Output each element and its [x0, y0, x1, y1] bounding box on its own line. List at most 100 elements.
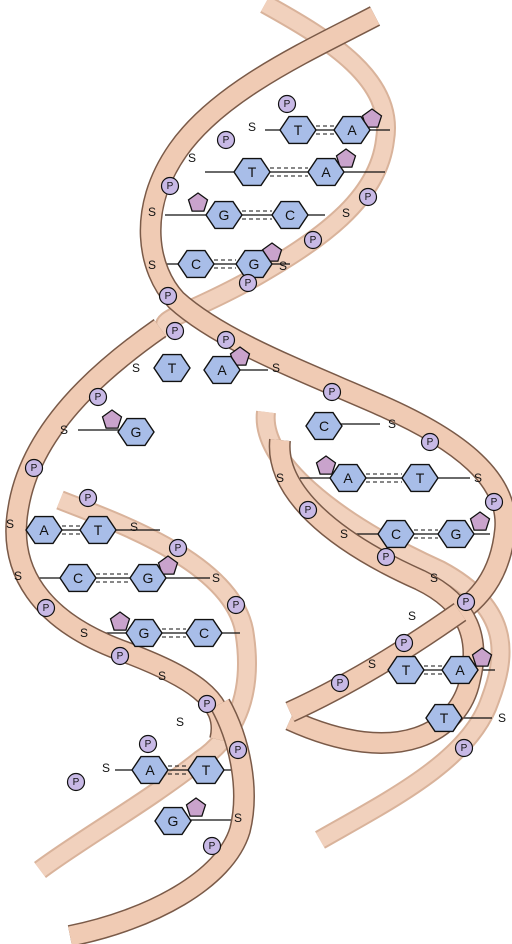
parent-pair-3-left-label: G: [219, 207, 230, 223]
phosphate-2-label: P: [223, 135, 230, 146]
right-pair-2-right-sugar-ring: [469, 511, 491, 531]
phosphate-4-circle: [358, 187, 378, 207]
left-pair-3-left-label: G: [139, 625, 150, 641]
left-pair-3-left-sugar-ring: [109, 611, 131, 631]
phosphate-13-label: P: [31, 463, 38, 474]
phosphate-22-circle: [66, 772, 86, 792]
phosphate-6-circle: [158, 286, 178, 306]
parent-pair-4-right-hexagon: [235, 249, 273, 279]
phosphate-10-label: P: [95, 392, 102, 403]
parent-strand-front-fill: [141, 7, 512, 620]
phosphate-10-circle: [88, 387, 108, 407]
phosphate-27-circle: [456, 592, 476, 612]
phosphate-19-circle: [197, 694, 217, 714]
phosphate-25-label: P: [305, 505, 312, 516]
right-pair-3-left-label: T: [402, 662, 411, 678]
phosphate-9-circle: [216, 330, 236, 350]
phosphate-29-label: P: [337, 678, 344, 689]
unpaired-base-2-label: A: [217, 362, 227, 378]
sugar-9: S: [60, 423, 68, 437]
left-pair-2-right-hexagon: [129, 563, 167, 593]
phosphate-17-circle: [36, 598, 56, 618]
phosphate-22-label: P: [73, 777, 80, 788]
left-daughter-strand-back-fill: [35, 492, 255, 877]
unpaired-base-1-label: T: [168, 360, 177, 376]
phosphate-23-circle: [202, 836, 222, 856]
sugar-10: S: [388, 417, 396, 431]
phosphate-24-circle: [484, 492, 504, 512]
sugar-1: S: [248, 120, 256, 134]
right-unpaired-base-1-label: T: [440, 710, 449, 726]
parent-pair-2-right-label: A: [321, 164, 331, 180]
phosphate-8-circle: [165, 321, 185, 341]
sugar-15: S: [80, 626, 88, 640]
phosphate-28-label: P: [401, 638, 408, 649]
sugar-25: S: [368, 657, 376, 671]
phosphate-16-circle: [226, 595, 246, 615]
phosphate-7-circle: [238, 273, 258, 293]
phosphate-3-label: P: [167, 181, 174, 192]
right-pair-1-right-label: T: [416, 470, 425, 486]
right-unpaired-base-1-hexagon: [425, 703, 463, 733]
phosphate-11-label: P: [329, 387, 336, 398]
parent-pair-3-right-hexagon: [271, 200, 309, 230]
sugar-7: S: [132, 361, 140, 375]
sugar-22: S: [340, 527, 348, 541]
sugar-23: S: [430, 571, 438, 585]
sugar-19: S: [234, 811, 242, 825]
right-pair-1-right-hexagon: [401, 463, 439, 493]
phosphate-27-label: P: [463, 597, 470, 608]
right-pair-1-left-hexagon: [329, 463, 367, 493]
unpaired-base-3-hexagon: [117, 417, 155, 447]
unpaired-base-4-label: C: [319, 418, 329, 434]
phosphate-20-circle: [138, 734, 158, 754]
left-pair-3-right-hexagon: [185, 618, 223, 648]
unpaired-base-3-label: G: [131, 424, 142, 440]
sugar-12: S: [130, 520, 138, 534]
right-pair-3-right-hexagon: [441, 655, 479, 685]
phosphate-20-label: P: [145, 739, 152, 750]
sugar-20: S: [276, 471, 284, 485]
left-unpaired-base-1-hexagon: [154, 806, 192, 836]
phosphate-26-circle: [376, 547, 396, 567]
right-pair-2-left-label: C: [391, 526, 401, 542]
phosphate-18-circle: [110, 646, 130, 666]
right-pair-1-left-sugar-ring: [315, 455, 337, 475]
phosphate-2-circle: [216, 130, 236, 150]
left-pair-2-left-label: C: [73, 570, 83, 586]
phosphate-17-label: P: [43, 603, 50, 614]
sugar-13: S: [14, 569, 22, 583]
parent-pair-2-right-sugar-ring: [335, 148, 357, 168]
sugar-16: S: [158, 669, 166, 683]
left-pair-1-left-label: A: [39, 522, 49, 538]
parent-pair-4-left-hexagon: [177, 249, 215, 279]
phosphate-4-label: P: [365, 192, 372, 203]
left-pair-4-right-hexagon: [187, 755, 225, 785]
right-pair-3-right-sugar-ring: [471, 647, 493, 667]
phosphate-8-label: P: [172, 326, 179, 337]
sugar-18: S: [102, 761, 110, 775]
phosphate-6-label: P: [165, 291, 172, 302]
phosphate-16-label: P: [233, 600, 240, 611]
sugar-6: S: [279, 259, 287, 273]
phosphate-15-circle: [168, 538, 188, 558]
phosphate-28-circle: [394, 633, 414, 653]
sugar-4: S: [148, 258, 156, 272]
right-pair-2-right-label: G: [451, 526, 462, 542]
unpaired-base-2-hexagon: [203, 355, 241, 385]
parent-pair-2-left-hexagon: [233, 157, 271, 187]
sugar-3: S: [148, 205, 156, 219]
phosphate-19-label: P: [204, 699, 211, 710]
phosphate-9-label: P: [223, 335, 230, 346]
sugar-5: S: [342, 206, 350, 220]
right-pair-3-left-hexagon: [387, 655, 425, 685]
parent-pair-4-left-label: C: [191, 256, 201, 272]
left-pair-1-right-label: T: [94, 522, 103, 538]
left-pair-2-right-sugar-ring: [157, 555, 179, 575]
phosphate-30-circle: [454, 738, 474, 758]
phosphate-12-label: P: [427, 437, 434, 448]
left-pair-4-left-label: A: [145, 762, 155, 778]
parent-strand-back-fill: [157, 0, 394, 337]
left-unpaired-base-1-label: G: [168, 813, 179, 829]
